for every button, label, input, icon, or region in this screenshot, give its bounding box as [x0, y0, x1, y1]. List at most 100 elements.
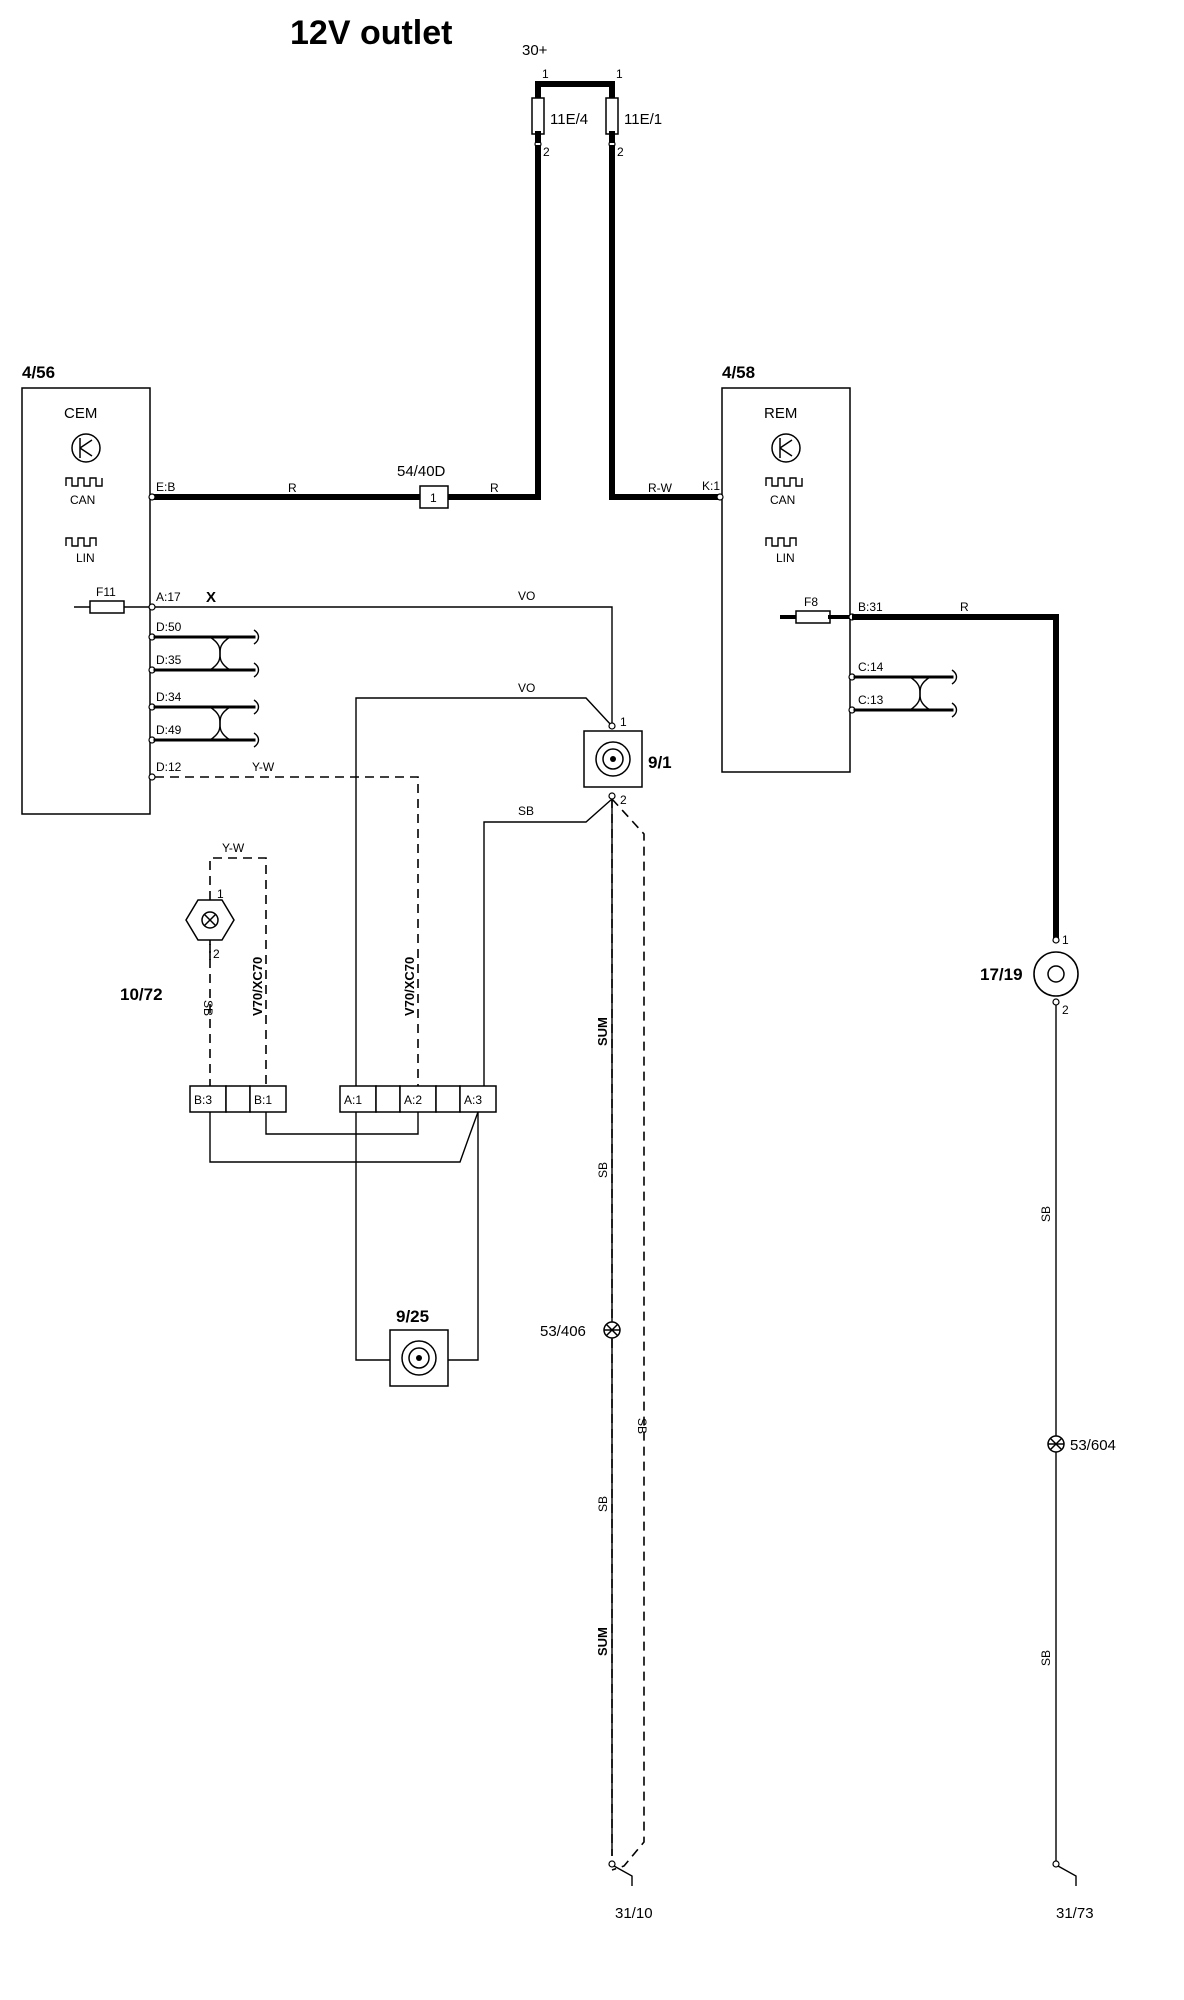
wire-label-yw-2: Y-W: [222, 841, 245, 855]
transistor-icon: [71, 433, 101, 463]
lamp-10-72: [185, 899, 235, 941]
rem-pin-b31-label: B:31: [858, 600, 883, 614]
ground-symbol-31-73: [1057, 1865, 1077, 1886]
wire-a1-9-25: [355, 1112, 392, 1361]
cem-fuse-f11: [89, 600, 125, 614]
rem-module: [721, 387, 851, 773]
rem-pin-k1: [716, 493, 724, 501]
ground-splice-53-406: [603, 1321, 621, 1339]
cem-twisted-pair-2: [153, 699, 260, 748]
ground-splice-a-label: 53/406: [540, 1323, 586, 1340]
ground-symbol-31-10: [613, 1865, 633, 1886]
wire-sb-ground-sum: [611, 798, 645, 1871]
lamp-ref: 10/72: [120, 985, 163, 1004]
fuse-11e1-pin2: 2: [617, 145, 624, 159]
rem-name: REM: [764, 405, 797, 422]
fuse-11e4-pin1: 1: [542, 67, 549, 81]
can-signal-icon: [765, 477, 803, 487]
wire-b1-a2: [265, 1112, 419, 1135]
variant-label-1: V70/XC70: [250, 957, 265, 1016]
wire-a3-9-25: [440, 1112, 479, 1361]
cem-twisted-pair-1: [153, 629, 260, 678]
lin-signal-icon: [765, 537, 797, 547]
socket-icon: [1047, 965, 1065, 983]
wire-yw-d12: [155, 776, 419, 1086]
wire-vo-a1: [355, 697, 613, 1086]
outlet-front-ref: 9/1: [648, 753, 672, 772]
connector-b: B:3 B:1: [189, 1085, 287, 1113]
outlet-cargo-pin2: 2: [1062, 1003, 1069, 1017]
wire-label-yw-1: Y-W: [252, 760, 275, 774]
cem-pin-d49-label: D:49: [156, 723, 182, 737]
wire-label-sb-6: SB: [1039, 1650, 1053, 1666]
rem-pin-c13-label: C:13: [858, 693, 884, 707]
rem-pin-k1-label: K:1: [702, 479, 720, 493]
cem-pin-eb: [148, 493, 156, 501]
outlet-rear-ref: 9/25: [396, 1307, 429, 1326]
connector-pin-b3: B:3: [194, 1093, 212, 1107]
wire-label-r-3: R: [960, 600, 969, 614]
cem-name: CEM: [64, 405, 97, 422]
outlet-cargo-pin1: 1: [1062, 933, 1069, 947]
rem-lin-label: LIN: [776, 551, 795, 565]
fuse-11e4: [531, 97, 545, 135]
rem-ref: 4/58: [722, 363, 755, 382]
rem-fuse-f8: [795, 610, 831, 624]
wire-feed-rem: [609, 145, 723, 500]
outlet-front-pin2: 2: [620, 793, 627, 807]
wire-label-sb-1: SB: [518, 804, 534, 818]
outlet-17-19: [1033, 951, 1079, 997]
connector-pin-a2: A:2: [404, 1093, 422, 1107]
wire-label-rw: R-W: [648, 481, 673, 495]
fuse-11e1-label: 11E/1: [624, 111, 662, 128]
cem-lin-label: LIN: [76, 551, 95, 565]
cem-module: [21, 387, 151, 815]
wire-label-sb-lamp: SB: [201, 1000, 215, 1016]
cem-can-label: CAN: [70, 493, 95, 507]
wire-label-sb-4: SB: [596, 1496, 610, 1512]
fuse-11e1: [605, 97, 619, 135]
socket-icon: [401, 1340, 437, 1376]
wire-label-sb-2: SB: [596, 1162, 610, 1178]
wire-label-vo-2: VO: [518, 681, 535, 695]
cem-pin-d50-label: D:50: [156, 620, 182, 634]
cem-ref: 4/56: [22, 363, 55, 382]
can-signal-icon: [65, 477, 103, 487]
ground-a-label: 31/10: [615, 1905, 653, 1922]
wire-sb-a3: [483, 798, 613, 1086]
outlet-cargo-ref: 17/19: [980, 965, 1023, 984]
wire-label-sum-1: SUM: [595, 1017, 610, 1046]
supply-label: 30+: [522, 42, 548, 59]
rem-twisted-pair: [853, 669, 958, 718]
ground-b-label: 31/73: [1056, 1905, 1094, 1922]
diagram-title: 12V outlet: [290, 14, 452, 52]
splice-54-40d: [419, 485, 449, 509]
splice-pin: 1: [430, 491, 437, 505]
outlet-front-pin1: 1: [620, 715, 627, 729]
wire-label-sum-2: SUM: [595, 1627, 610, 1656]
fuse-11e1-pin1: 1: [616, 67, 623, 81]
fuse-11e4-label: 11E/4: [550, 111, 588, 128]
cem-pin-d35-label: D:35: [156, 653, 182, 667]
rem-can-label: CAN: [770, 493, 795, 507]
cem-pin-eb-label: E:B: [156, 480, 175, 494]
lin-signal-icon: [65, 537, 97, 547]
wire-b3-a3: [209, 1111, 479, 1163]
cem-pin-d34-label: D:34: [156, 690, 182, 704]
cem-pin-d12-label: D:12: [156, 760, 182, 774]
wire-label-r-2: R: [490, 481, 499, 495]
cem-pin-a17-label: A:17: [156, 590, 181, 604]
wire-x-mark: X: [206, 589, 216, 606]
connector-pin-b1: B:1: [254, 1093, 272, 1107]
wire-label-sb-5: SB: [1039, 1206, 1053, 1222]
lamp-pin2: 2: [213, 947, 220, 961]
rem-fuse-label: F8: [804, 595, 818, 609]
connector-pin-a3: A:3: [464, 1093, 482, 1107]
wire-label-r-1: R: [288, 481, 297, 495]
ground-splice-53-604: [1047, 1435, 1065, 1453]
wire-vo-a17: [155, 606, 613, 726]
transistor-icon: [771, 433, 801, 463]
wire-label-sb-3: SB: [635, 1418, 649, 1434]
variant-label-2: V70/XC70: [402, 957, 417, 1016]
